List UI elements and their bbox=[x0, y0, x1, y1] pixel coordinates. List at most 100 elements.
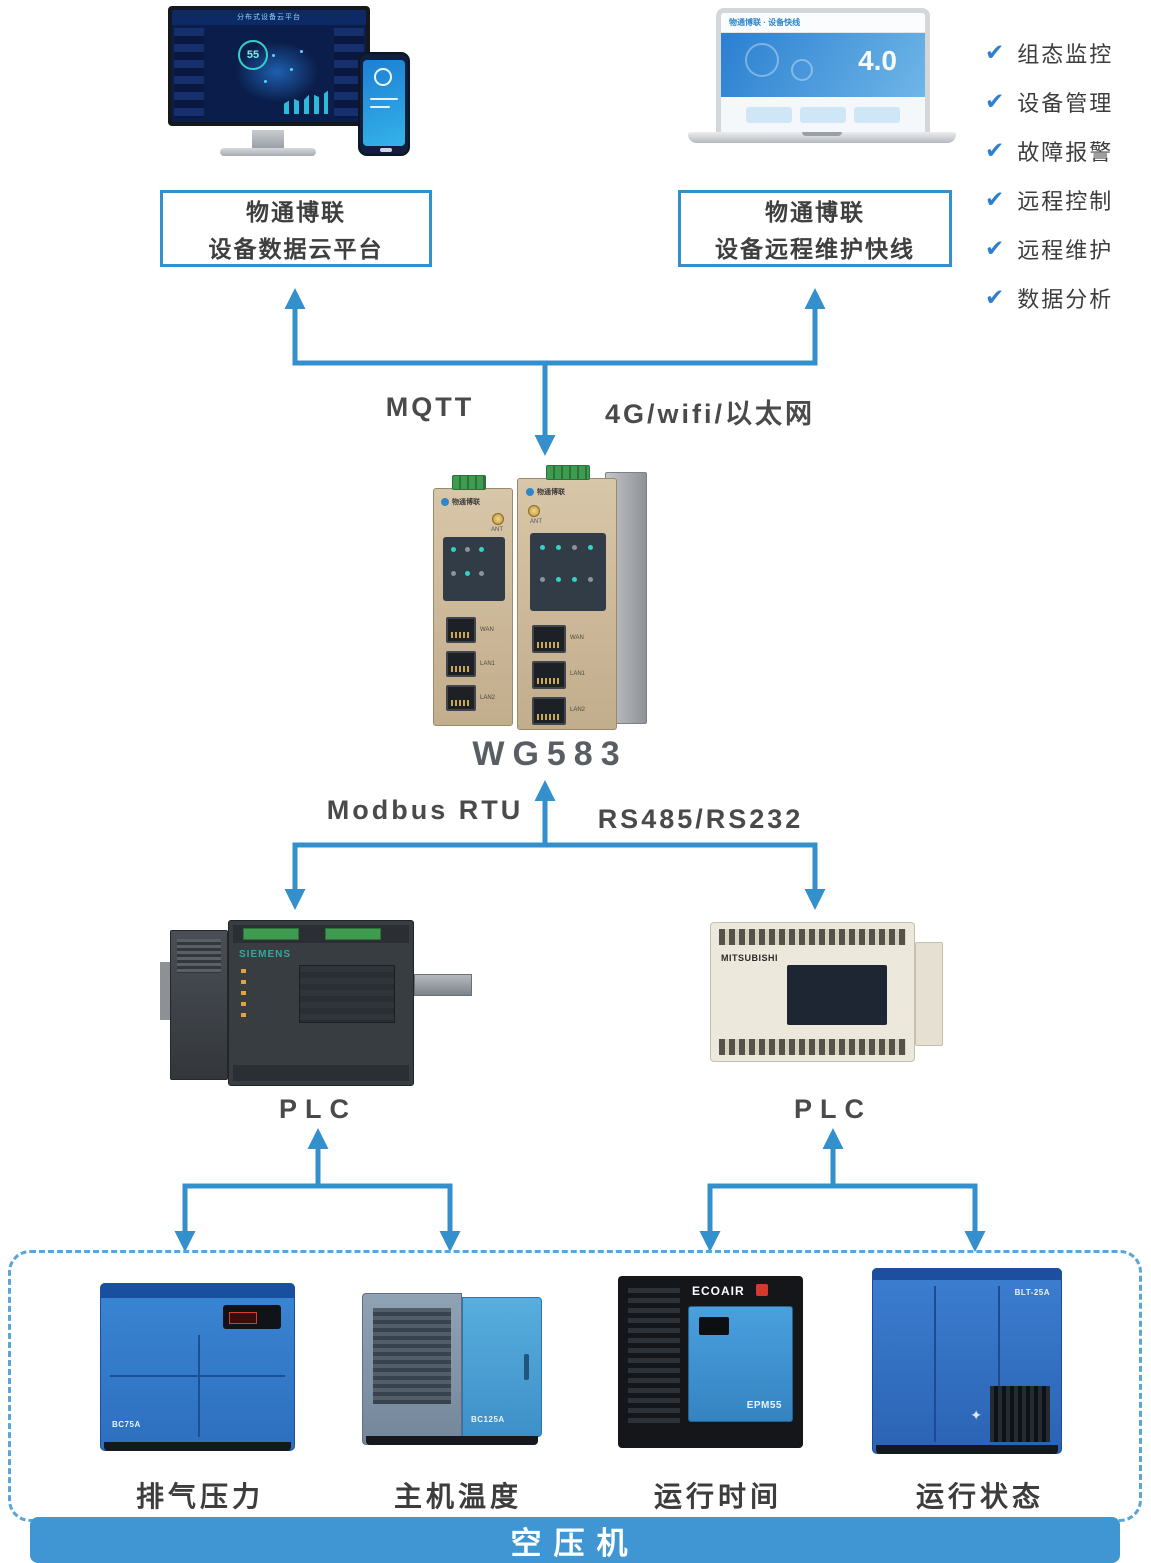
compressor-top-band bbox=[100, 1283, 295, 1298]
compressor-3-label: 运行时间 bbox=[653, 1481, 782, 1512]
terminal-block bbox=[452, 475, 486, 490]
monitor-stand-base bbox=[220, 148, 316, 156]
plc-front-panel bbox=[787, 965, 887, 1025]
control-display bbox=[699, 1317, 729, 1335]
link-label-mqtt: MQTT bbox=[385, 392, 475, 422]
terminal-strip bbox=[233, 1065, 409, 1081]
laptop-screen-cards bbox=[721, 97, 925, 132]
port-label: LAN2 bbox=[570, 707, 586, 713]
compressor-2-label: 主机温度 bbox=[393, 1481, 522, 1512]
door-seam bbox=[934, 1286, 936, 1442]
vent-grid bbox=[990, 1386, 1050, 1442]
laptop-base bbox=[688, 132, 956, 143]
door-seam bbox=[998, 1286, 1000, 1442]
feature-item: ✔ 远程控制 bbox=[985, 175, 1113, 224]
feature-label: 故障报警 bbox=[1017, 139, 1114, 165]
check-icon: ✔ bbox=[985, 137, 1005, 163]
dashboard-gauge: 55 bbox=[238, 40, 268, 70]
gateway-brand: 物通博联 bbox=[526, 487, 565, 497]
laptop-notch bbox=[802, 132, 842, 136]
feature-list: ✔ 组态监控 ✔ 设备管理 ✔ 故障报警 ✔ 远程控制 ✔ 远程维护 ✔ 数据分… bbox=[985, 28, 1113, 322]
antenna-label: ANT bbox=[530, 519, 542, 525]
cloud-platform-line1: 物通博联 bbox=[246, 199, 346, 225]
vent-grid bbox=[373, 1308, 451, 1404]
feature-item: ✔ 故障报警 bbox=[985, 126, 1113, 175]
plc-body: SIEMENS bbox=[228, 920, 414, 1086]
laptop-screen-banner: 4.0 bbox=[721, 33, 925, 97]
compressor-brand-text: ECOAIR bbox=[692, 1284, 745, 1298]
status-led bbox=[572, 577, 577, 582]
feature-label: 远程控制 bbox=[1017, 188, 1114, 214]
gateway-brand: 物通博联 bbox=[441, 497, 480, 507]
feature-label: 设备管理 bbox=[1017, 90, 1114, 116]
dashboard-left-panel bbox=[174, 28, 204, 118]
compressor-base bbox=[622, 1439, 799, 1448]
cloud-platform-box: 物通博联 设备数据云平台 bbox=[160, 190, 432, 267]
screen-card bbox=[854, 106, 900, 123]
gateway-unit-left: 物通博联 ANT WAN LAN1 LAN2 bbox=[433, 475, 513, 726]
laptop-illustration: 物通博联 · 设备快线 4.0 bbox=[716, 8, 930, 132]
compressor-4-label: 运行状态 bbox=[915, 1481, 1044, 1512]
port-label: LAN1 bbox=[480, 661, 496, 667]
status-led bbox=[479, 547, 484, 552]
status-led bbox=[465, 547, 470, 552]
feature-item: ✔ 远程维护 bbox=[985, 224, 1113, 273]
antenna-connector bbox=[528, 505, 540, 517]
feature-label: 组态监控 bbox=[1017, 41, 1114, 67]
status-led bbox=[479, 571, 484, 576]
plc-io-panel bbox=[299, 965, 395, 1023]
ethernet-port bbox=[446, 651, 476, 677]
port-label: LAN2 bbox=[480, 695, 496, 701]
status-led bbox=[540, 545, 545, 550]
feature-item: ✔ 数据分析 bbox=[985, 273, 1113, 322]
compressor-1-label: 排气压力 bbox=[135, 1481, 264, 1512]
gateway-illustration: 物通博联 ANT WAN LAN1 LAN2 bbox=[425, 458, 690, 733]
check-icon: ✔ bbox=[985, 235, 1005, 261]
ethernet-port bbox=[446, 617, 476, 643]
plc-left-label: PLC bbox=[279, 1094, 357, 1124]
link-label-modbus: Modbus RTU bbox=[326, 795, 524, 825]
feature-item: ✔ 组态监控 bbox=[985, 28, 1113, 77]
banner-circle bbox=[791, 59, 813, 81]
compressor-1-illustration: BC75A bbox=[100, 1283, 295, 1451]
gateway-brand-text: 物通博联 bbox=[452, 499, 480, 506]
door-seam bbox=[110, 1375, 285, 1377]
port-label: WAN bbox=[480, 627, 494, 633]
led-panel bbox=[530, 533, 606, 611]
map-dot bbox=[290, 68, 293, 71]
status-led bbox=[451, 547, 456, 552]
check-icon: ✔ bbox=[985, 88, 1005, 114]
terminal-row bbox=[719, 929, 906, 945]
ethernet-port bbox=[532, 661, 566, 689]
phone-logo-icon bbox=[374, 68, 392, 86]
gateway-model-label: WG583 bbox=[472, 735, 628, 773]
compressor-base bbox=[104, 1442, 291, 1451]
laptop-banner-text: 4.0 bbox=[858, 45, 897, 76]
gateway-unit-right: 物通博联 ANT WAN LAN1 LAN2 bbox=[517, 465, 617, 730]
terminal-block bbox=[325, 928, 381, 940]
gateway-brand-text: 物通博联 bbox=[537, 489, 565, 496]
compressor-model-text: EPM55 bbox=[746, 1400, 782, 1411]
monitor-screen-title: 分布式设备云平台 bbox=[172, 10, 366, 25]
remote-platform-box: 物通博联 设备远程维护快线 bbox=[678, 190, 952, 267]
plc-right-illustration: MITSUBISHI bbox=[710, 922, 945, 1070]
compressor-model-text: BC75A bbox=[112, 1420, 141, 1429]
link-label-wan: 4G/wifi/以太网 bbox=[604, 399, 816, 429]
status-led bbox=[451, 571, 456, 576]
remote-platform-line1: 物通博联 bbox=[765, 199, 865, 225]
compressor-banner: 空压机 bbox=[30, 1517, 1120, 1563]
banner-circle bbox=[745, 43, 779, 77]
screen-card bbox=[746, 106, 792, 123]
phone-illustration bbox=[358, 52, 410, 156]
status-led bbox=[540, 577, 545, 582]
compressor-model-text: BLT-25A bbox=[1014, 1288, 1050, 1297]
door-seam bbox=[197, 1335, 200, 1437]
port-label: LAN1 bbox=[570, 671, 586, 677]
status-led bbox=[572, 545, 577, 550]
compressor-door-panel: EPM55 bbox=[688, 1306, 793, 1422]
plc-extension-module bbox=[915, 942, 943, 1046]
status-led bbox=[588, 577, 593, 582]
check-icon: ✔ bbox=[985, 284, 1005, 310]
compressor-2-illustration: BC125A bbox=[362, 1293, 542, 1445]
map-dot bbox=[272, 54, 275, 57]
